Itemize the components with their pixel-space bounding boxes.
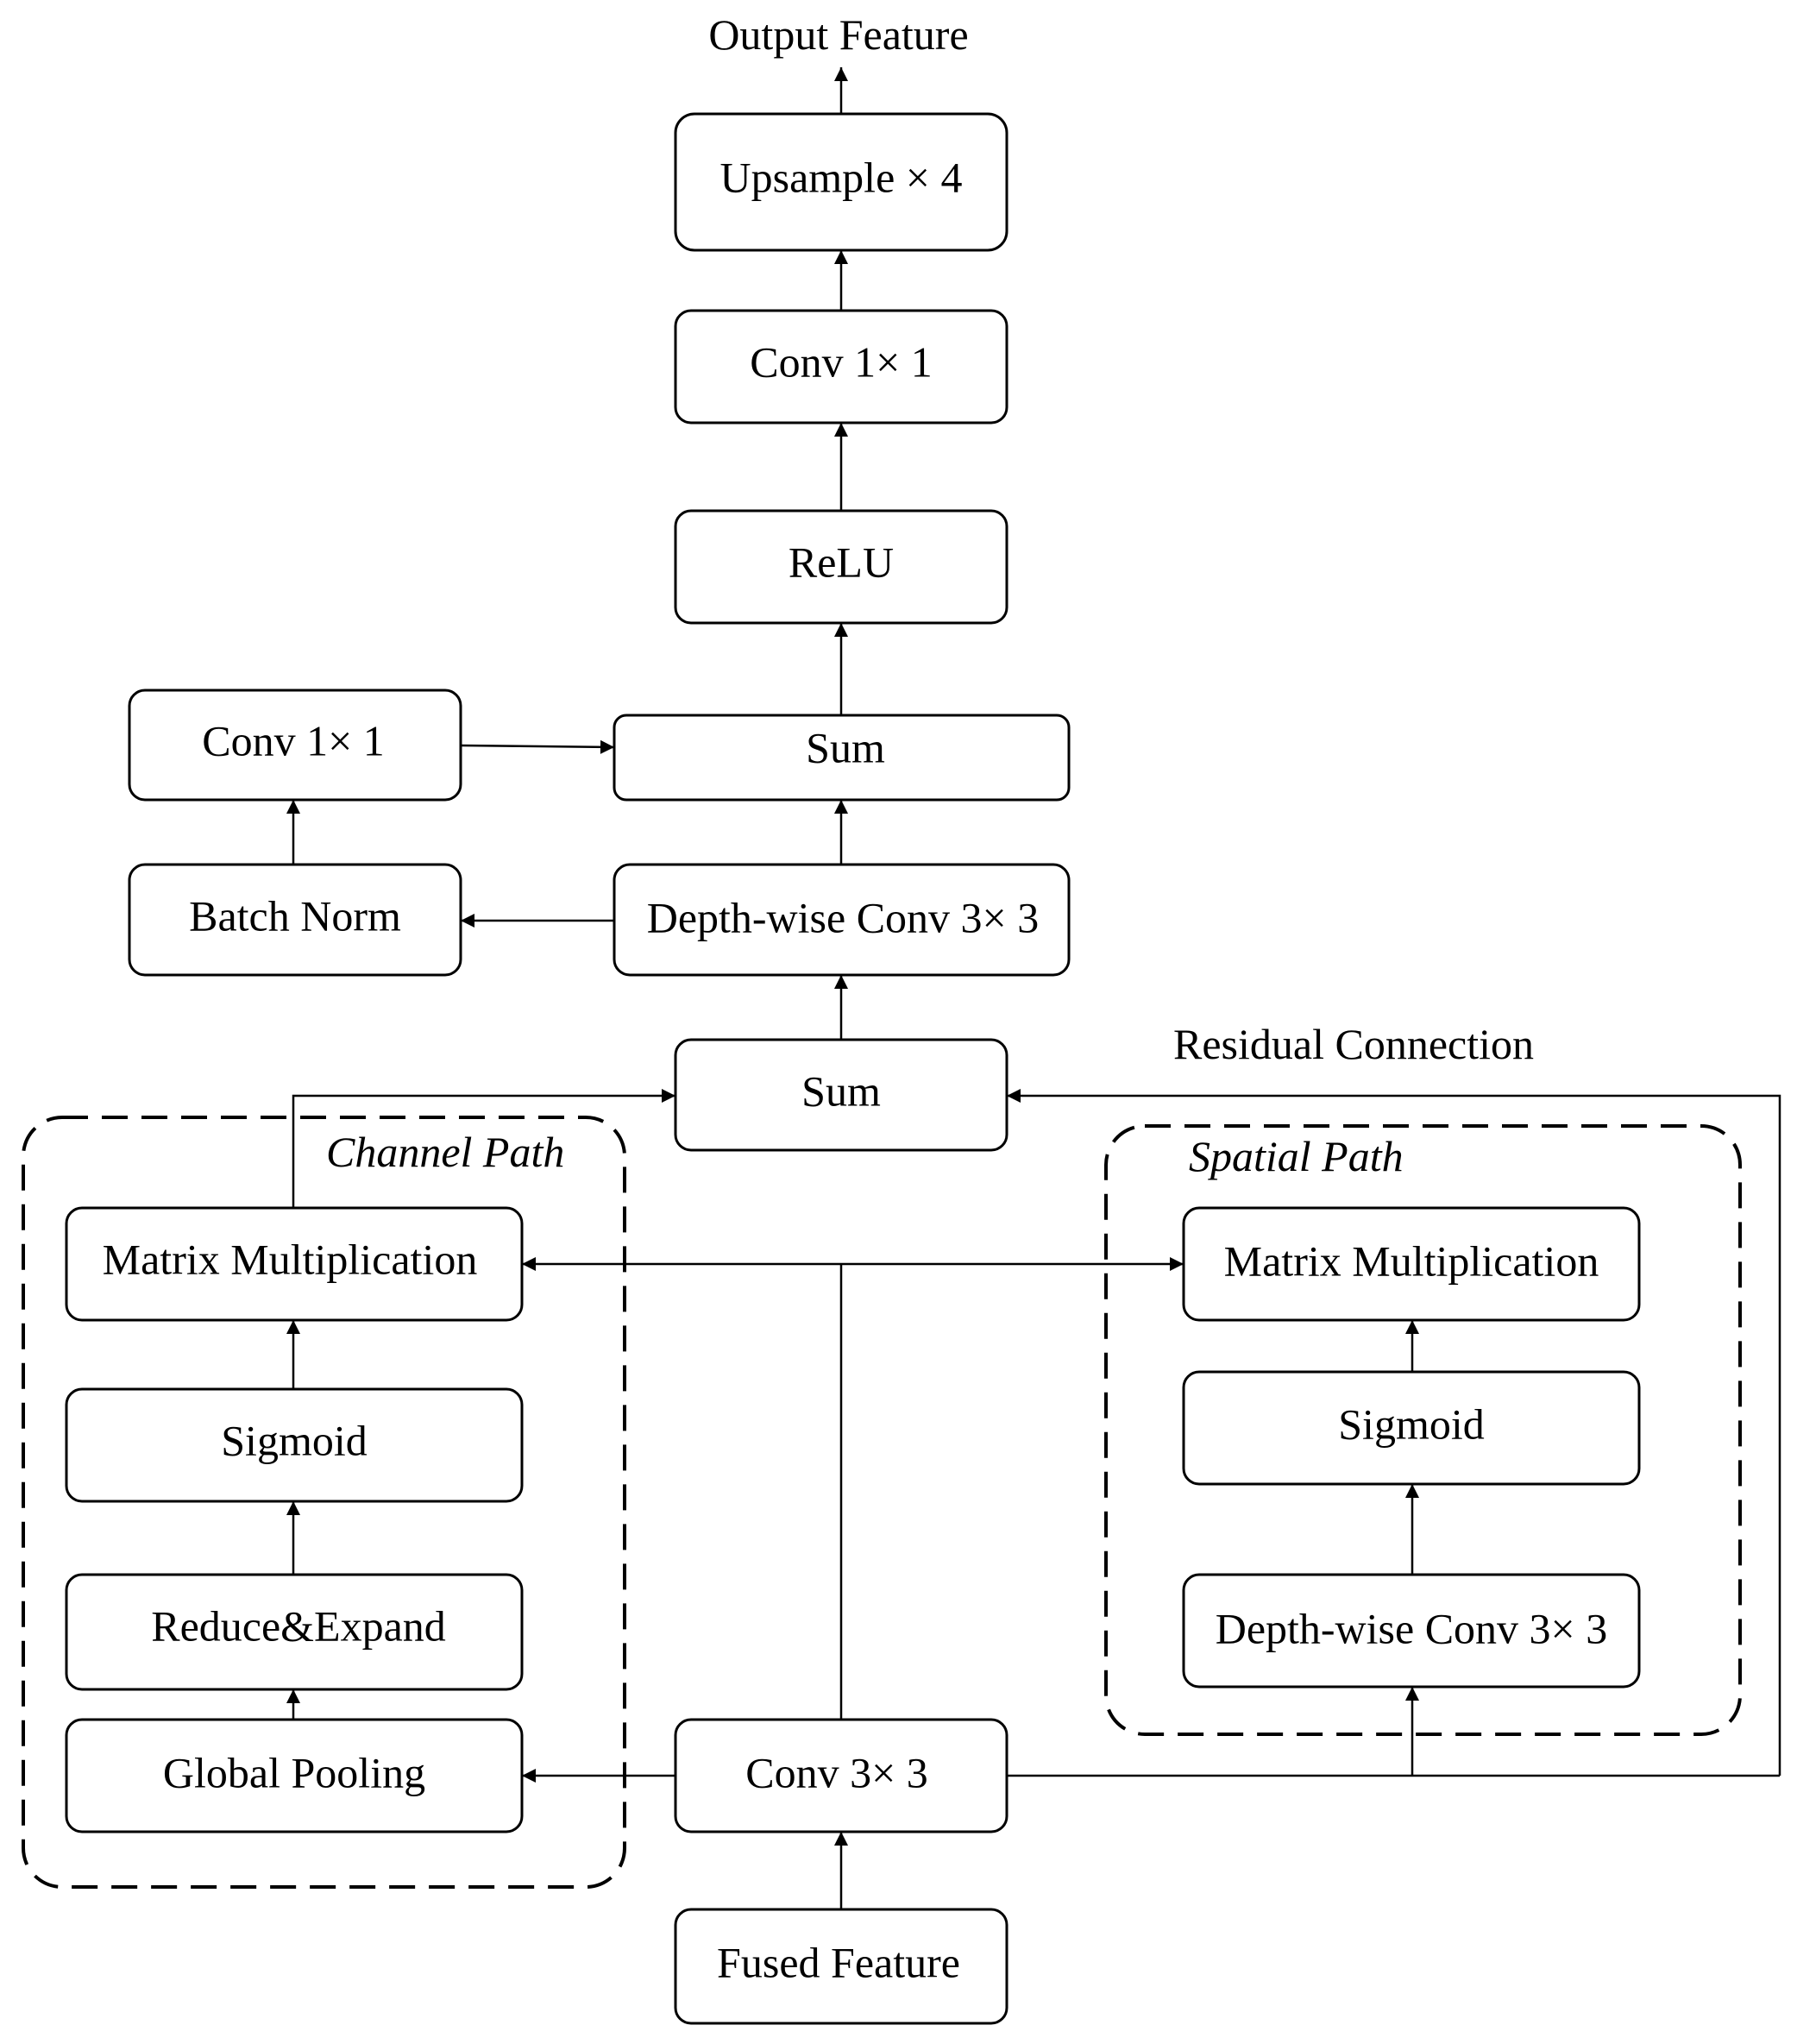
depthwise-main-label: Depth-wise Conv 3× 3 <box>647 893 1040 941</box>
channel-global-pooling-label: Global Pooling <box>163 1748 425 1796</box>
channel-matmul-label: Matrix Multiplication <box>103 1235 478 1283</box>
sum-mid-label: Sum <box>801 1066 881 1115</box>
line-channel-matmul-to-sum <box>292 1089 675 1208</box>
sum-top-node: Sum <box>613 714 1071 802</box>
conv3x3-label: Conv 3× 3 <box>745 1748 928 1796</box>
conv1x1-top-node: Conv 1× 1 <box>674 309 1008 425</box>
channel-matmul-node: Matrix Multiplication <box>65 1206 524 1322</box>
arrow-conv1x1-to-sum-top <box>460 739 615 754</box>
spatial-sigmoid-label: Sigmoid <box>1338 1399 1484 1448</box>
residual-connection-label: Residual Connection <box>1173 1020 1534 1068</box>
spatial-path-title: Spatial Path <box>1189 1132 1404 1180</box>
spatial-path-group <box>1104 1124 1742 1736</box>
residual-connection-line <box>1007 1089 1781 1776</box>
channel-path-group <box>22 1116 626 1889</box>
channel-reduce-expand-label: Reduce&Expand <box>151 1601 446 1650</box>
relu-node: ReLU <box>674 509 1008 625</box>
channel-reduce-expand-node: Reduce&Expand <box>65 1573 524 1691</box>
channel-global-pooling-node: Global Pooling <box>65 1718 524 1833</box>
spatial-depthwise-label: Depth-wise Conv 3× 3 <box>1216 1604 1608 1652</box>
depthwise-main-node: Depth-wise Conv 3× 3 <box>613 863 1071 977</box>
spatial-matmul-label: Matrix Multiplication <box>1224 1236 1599 1285</box>
output-feature-label: Output Feature <box>708 10 968 59</box>
connectors <box>286 67 1781 1909</box>
fused-feature-label: Fused Feature <box>717 1938 960 1986</box>
batch-norm-label: Batch Norm <box>189 891 401 940</box>
sum-mid-node: Sum <box>674 1038 1008 1152</box>
channel-path-title: Channel Path <box>326 1128 564 1176</box>
fused-feature-node: Fused Feature <box>674 1908 1008 2025</box>
upsample-label: Upsample × 4 <box>720 153 963 201</box>
channel-sigmoid-node: Sigmoid <box>65 1387 524 1503</box>
conv3x3-node: Conv 3× 3 <box>674 1718 1008 1833</box>
spatial-sigmoid-node: Sigmoid <box>1182 1370 1641 1486</box>
spatial-depthwise-node: Depth-wise Conv 3× 3 <box>1182 1573 1641 1689</box>
conv1x1-left-label: Conv 1× 1 <box>202 716 385 764</box>
conv1x1-left-node: Conv 1× 1 <box>128 689 462 802</box>
sum-top-label: Sum <box>806 723 885 771</box>
relu-label: ReLU <box>789 538 894 586</box>
batch-norm-node: Batch Norm <box>128 863 462 977</box>
channel-sigmoid-label: Sigmoid <box>221 1416 367 1464</box>
spatial-matmul-node: Matrix Multiplication <box>1182 1206 1641 1322</box>
upsample-node: Upsample × 4 <box>674 112 1008 252</box>
conv1x1-top-label: Conv 1× 1 <box>750 337 933 386</box>
